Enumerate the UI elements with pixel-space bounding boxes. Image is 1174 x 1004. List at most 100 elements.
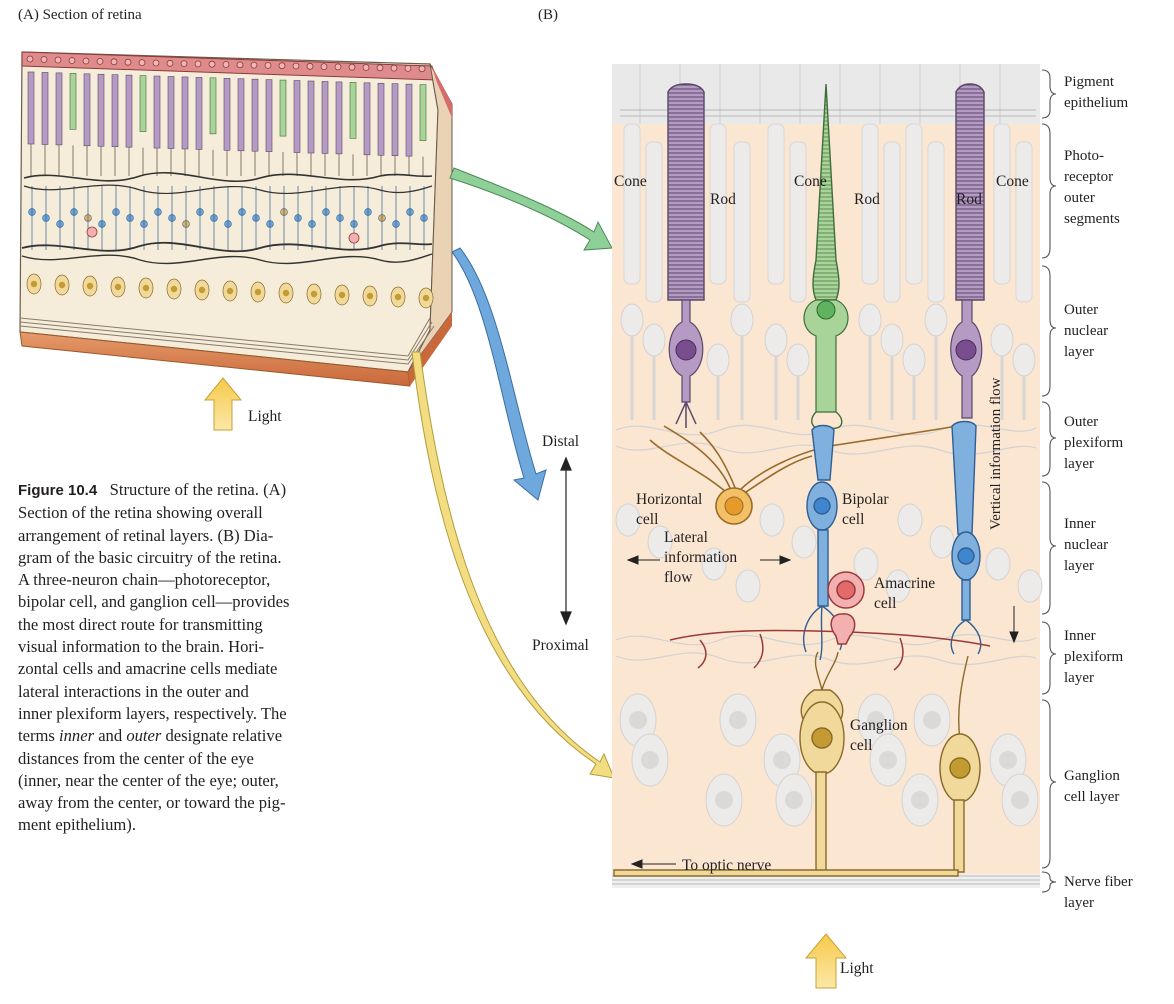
block-rod bbox=[195, 77, 203, 150]
block-cone bbox=[279, 79, 287, 137]
block-rod bbox=[153, 75, 161, 149]
lateral-flow-arrows bbox=[626, 555, 792, 565]
amacrine-cell bbox=[669, 571, 991, 671]
bipolar-cell-right bbox=[950, 420, 982, 655]
ghost-photoreceptor bbox=[767, 123, 785, 285]
caption-line: Section of the retina showing overall bbox=[18, 503, 263, 523]
block-rod bbox=[125, 74, 133, 148]
label-rod-right: Rod bbox=[956, 191, 982, 208]
layer-label-line: plexiform bbox=[1064, 435, 1124, 451]
ganglion-cell-right bbox=[939, 655, 981, 873]
caption-line: inner plexiform layers, respectively. Th… bbox=[18, 703, 287, 723]
label-amacrine-2: cell bbox=[874, 595, 897, 612]
block-rod bbox=[181, 76, 189, 150]
label-rod-left: Rod bbox=[710, 191, 736, 208]
label-amacrine-1: Amacrine bbox=[874, 575, 936, 592]
caption-line: (inner, near the center of the eye; oute… bbox=[18, 770, 279, 790]
block-amacrine-cell bbox=[348, 232, 360, 244]
layer-label-line: layer bbox=[1064, 558, 1094, 574]
block-rod bbox=[321, 81, 329, 154]
green-arrow bbox=[449, 167, 613, 251]
label-proximal: Proximal bbox=[532, 637, 589, 654]
block-rod bbox=[363, 82, 371, 156]
background-cells bbox=[615, 123, 1043, 827]
figure-caption: Figure 10.4 Structure of the retina. (A)… bbox=[18, 479, 388, 837]
label-distal: Distal bbox=[542, 433, 580, 450]
label-ganglion-1: Ganglion bbox=[850, 717, 908, 734]
layer-label-line: layer bbox=[1064, 456, 1094, 472]
optic-nerve-fiber bbox=[613, 869, 959, 877]
ghost-photoreceptor bbox=[993, 123, 1011, 285]
label-lateral-3: flow bbox=[664, 569, 693, 586]
ghost-photoreceptor bbox=[709, 123, 727, 285]
layer-label-line: receptor bbox=[1064, 169, 1114, 185]
cone-cell-center bbox=[803, 83, 849, 429]
label-bipolar-1: Bipolar bbox=[842, 491, 889, 508]
block-rod bbox=[293, 80, 301, 153]
layer-label-line: Photo- bbox=[1064, 148, 1105, 164]
rod-cell-left bbox=[667, 83, 705, 428]
bipolar-cell-center bbox=[803, 424, 843, 661]
block-rod bbox=[391, 83, 399, 156]
layer-label-line: Inner bbox=[1064, 628, 1096, 644]
light-label-b: Light bbox=[840, 960, 874, 977]
block-rod bbox=[307, 80, 315, 154]
ghost-photoreceptor bbox=[927, 141, 945, 303]
caption-line: bipolar cell, and ganglion cell—provides bbox=[18, 592, 290, 612]
block-rod bbox=[167, 76, 175, 149]
ghost-photoreceptor bbox=[645, 141, 663, 303]
block-amacrine-cell bbox=[86, 226, 98, 238]
label-bipolar-2: cell bbox=[842, 511, 865, 528]
caption-line: zontal cells and amacrine cells mediate bbox=[18, 659, 278, 679]
label-optic-nerve: To optic nerve bbox=[682, 857, 772, 874]
retina-section-block bbox=[19, 51, 453, 387]
block-cone bbox=[139, 75, 147, 132]
block-rod bbox=[97, 73, 105, 147]
block-rod bbox=[377, 82, 385, 156]
block-rod bbox=[405, 83, 413, 157]
layer-label-line: Pigment bbox=[1064, 74, 1115, 90]
caption-line: terms inner and outer designate relative bbox=[18, 726, 283, 746]
ghost-photoreceptor bbox=[623, 123, 641, 285]
caption-line: lateral interactions in the outer and bbox=[18, 681, 249, 701]
ghost-photoreceptor bbox=[733, 141, 751, 303]
layer-label-line: epithelium bbox=[1064, 95, 1129, 111]
label-rod-center: Rod bbox=[854, 191, 880, 208]
light-arrow-panel-a bbox=[203, 377, 243, 431]
caption-line: the most direct route for transmitting bbox=[18, 614, 263, 634]
block-rod bbox=[55, 72, 63, 146]
caption-line-1: Figure 10.4 Structure of the retina. (A) bbox=[18, 480, 287, 499]
caption-line: visual information to the brain. Hori- bbox=[18, 637, 265, 657]
layer-brackets bbox=[1041, 69, 1057, 893]
layer-label-line: outer bbox=[1064, 190, 1095, 206]
caption-line: away from the center, or toward the pig- bbox=[18, 793, 286, 813]
block-rod bbox=[111, 74, 119, 147]
block-cone bbox=[349, 82, 357, 139]
caption-line: A three-neuron chain—photoreceptor, bbox=[18, 570, 271, 590]
layer-label-line: nuclear bbox=[1064, 323, 1109, 339]
caption-line: gram of the basic circuitry of the retin… bbox=[18, 547, 282, 567]
block-rod bbox=[223, 78, 231, 151]
block-rod bbox=[41, 72, 49, 145]
label-lateral-2: information bbox=[664, 549, 738, 566]
layer-label: Pigment epithelium bbox=[1064, 72, 1128, 114]
label-ganglion-2: cell bbox=[850, 737, 873, 754]
layer-label-line: Ganglion bbox=[1064, 768, 1120, 784]
layer-label-line: cell layer bbox=[1064, 789, 1120, 805]
caption-line: distances from the center of the eye bbox=[18, 748, 254, 768]
caption-line: ment epithelium). bbox=[18, 815, 136, 835]
layer-label-line: Outer bbox=[1064, 302, 1099, 318]
block-rod bbox=[335, 81, 343, 155]
blue-arrow bbox=[451, 247, 547, 501]
rod-cell-right bbox=[950, 83, 985, 419]
panel-b-title: (B) bbox=[538, 7, 558, 23]
label-cone-center: Cone bbox=[794, 173, 827, 190]
ghost-photoreceptor bbox=[789, 141, 807, 303]
ganglion-cell-center bbox=[799, 651, 845, 873]
